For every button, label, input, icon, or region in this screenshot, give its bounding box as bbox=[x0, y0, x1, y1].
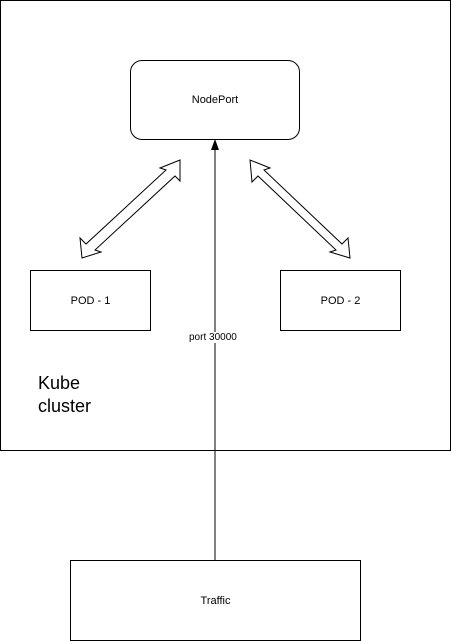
nodeport-pod1-double-arrow bbox=[79, 159, 181, 259]
port-label: port 30000 bbox=[187, 332, 239, 343]
pod-2-label: POD - 2 bbox=[320, 294, 361, 307]
traffic-arrowhead bbox=[211, 139, 219, 150]
traffic-box[interactable]: Traffic bbox=[70, 560, 361, 641]
pod-1-box[interactable]: POD - 1 bbox=[30, 270, 151, 331]
nodeport-box[interactable]: NodePort bbox=[130, 60, 300, 140]
cluster-label-line1: Kube bbox=[38, 373, 81, 393]
pod-2-box[interactable]: POD - 2 bbox=[280, 270, 401, 331]
cluster-label-line2: cluster bbox=[38, 396, 92, 416]
nodeport-label: NodePort bbox=[191, 94, 239, 106]
nodeport-pod2-double-arrow bbox=[249, 159, 351, 259]
cluster-label: Kube cluster bbox=[38, 372, 91, 418]
traffic-label: Traffic bbox=[200, 594, 231, 607]
pod-1-label: POD - 1 bbox=[70, 294, 111, 307]
